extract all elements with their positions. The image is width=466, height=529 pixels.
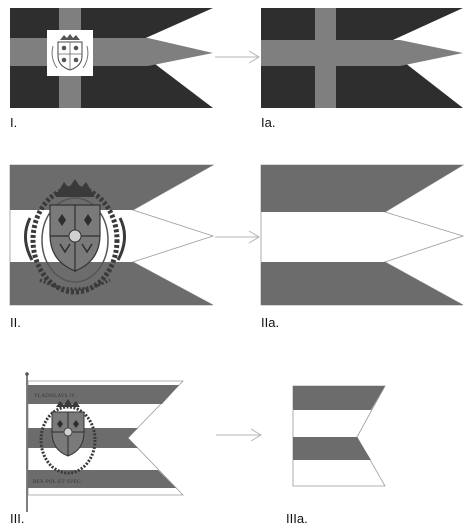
arrow-i [215, 51, 259, 63]
flag-iiia: IIIa. [286, 386, 385, 526]
flag-iii-top-text: VLADISLAVS IV [34, 394, 75, 399]
arrow-ii [215, 231, 259, 243]
flag-iia-top-band [261, 165, 463, 212]
flag-iiia-top-stripe [293, 386, 385, 410]
flag-ii-bottom-band [10, 262, 213, 305]
arrow-iii [216, 429, 261, 441]
flag-iia-label: IIa. [261, 315, 279, 330]
flag-ia-label: Ia. [261, 115, 275, 130]
flag-ii-top-band [10, 165, 213, 210]
flag-iia: IIa. [261, 165, 463, 330]
flag-i-label: I. [10, 115, 17, 130]
flag-ia-cross-vertical [315, 8, 336, 108]
flag-iii-bottom-stripe [28, 470, 176, 488]
flag-i: I. [10, 8, 213, 130]
flag-iii-bottom-text: REX·POL·ET·SVEC· [33, 480, 83, 485]
flag-ia: Ia. [261, 8, 463, 130]
flag-iii-label: III. [10, 511, 24, 526]
flag-ii-label: II. [10, 315, 21, 330]
flag-iii: VLADISLAVS IV REX·POL·ET·SVEC· III. [10, 372, 183, 526]
flag-iia-bottom-band [261, 262, 463, 305]
flag-ii: II. [10, 165, 213, 330]
flag-i-cross-horizontal [10, 38, 213, 66]
flag-ia-cross-horizontal [261, 40, 463, 66]
flag-iiia-label: IIIa. [286, 511, 308, 526]
